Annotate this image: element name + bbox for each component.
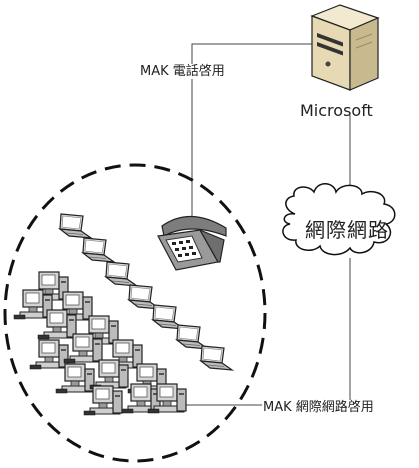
laptop-icon (59, 213, 92, 239)
laptop-icon (105, 261, 138, 287)
desktop-group (13, 271, 187, 416)
laptop-icon (82, 237, 115, 263)
desk-phone-icon (157, 215, 227, 271)
phone-activation-label: MAK 電話啓用 (139, 64, 226, 79)
laptop-icon (176, 324, 209, 350)
laptop-icon (200, 345, 233, 371)
server-label: Microsoft (300, 101, 373, 120)
server-tower-icon (310, 4, 380, 91)
client-network-boundary (3, 163, 267, 463)
internet-activation-label: MAK 網際網路啓用 (262, 400, 375, 415)
cloud-to-network-connector (180, 258, 351, 406)
internet-cloud-icon (282, 183, 396, 256)
cloud-label: 網際網路 (305, 218, 389, 242)
desktop-computer-icon (29, 339, 69, 370)
phone-connector (191, 43, 320, 216)
